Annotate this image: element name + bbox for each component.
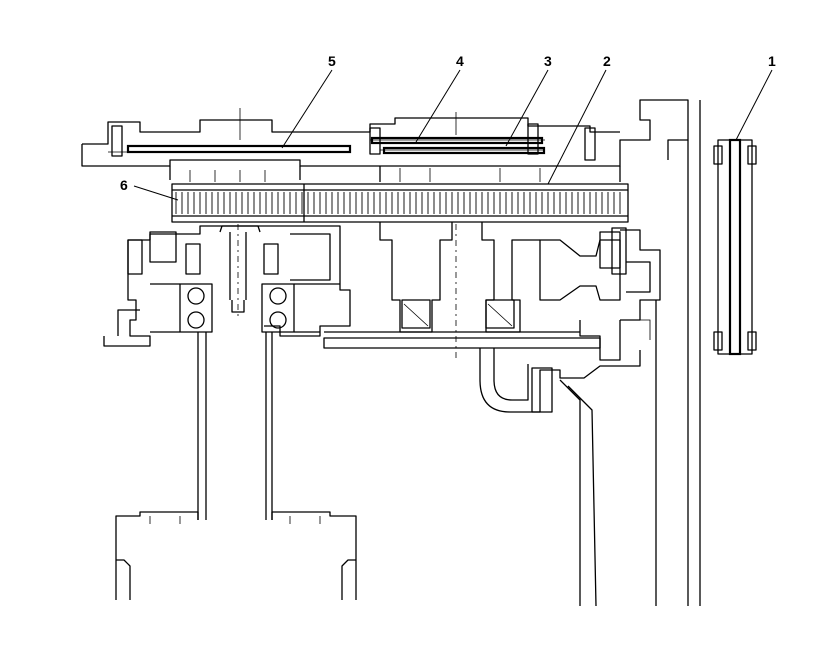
leader-2 <box>547 69 607 185</box>
top-housing-cover <box>81 99 689 167</box>
callout-label-2: 2 <box>603 53 611 69</box>
oil-pipe <box>479 348 641 607</box>
leader-4 <box>415 69 461 143</box>
side-plate-1 <box>713 138 757 356</box>
callout-label-3: 3 <box>544 53 552 69</box>
leader-1 <box>735 69 773 141</box>
left-bearing-housing <box>103 224 351 347</box>
left-vertical-shaft <box>115 332 357 600</box>
callout-label-6: 6 <box>120 177 128 193</box>
gasket-plate-4 <box>370 136 544 145</box>
centre-bearing-assembly <box>379 222 540 360</box>
right-vertical-walls <box>620 100 701 606</box>
leader-5 <box>281 69 333 149</box>
gear-band <box>171 183 629 223</box>
leader-3 <box>505 69 549 147</box>
upper-housing-wall <box>169 166 621 182</box>
callout-label-1: 1 <box>768 53 776 69</box>
gear-teeth <box>175 192 621 214</box>
gasket-plate-3 <box>382 146 546 155</box>
callout-leaders <box>133 69 773 201</box>
callout-label-4: 4 <box>456 53 464 69</box>
leader-6 <box>133 185 179 201</box>
gasket-plate-5 <box>126 144 352 154</box>
right-gear-hub <box>539 227 661 361</box>
callout-label-5: 5 <box>328 53 336 69</box>
lower-horizontal-shaft <box>323 331 601 349</box>
